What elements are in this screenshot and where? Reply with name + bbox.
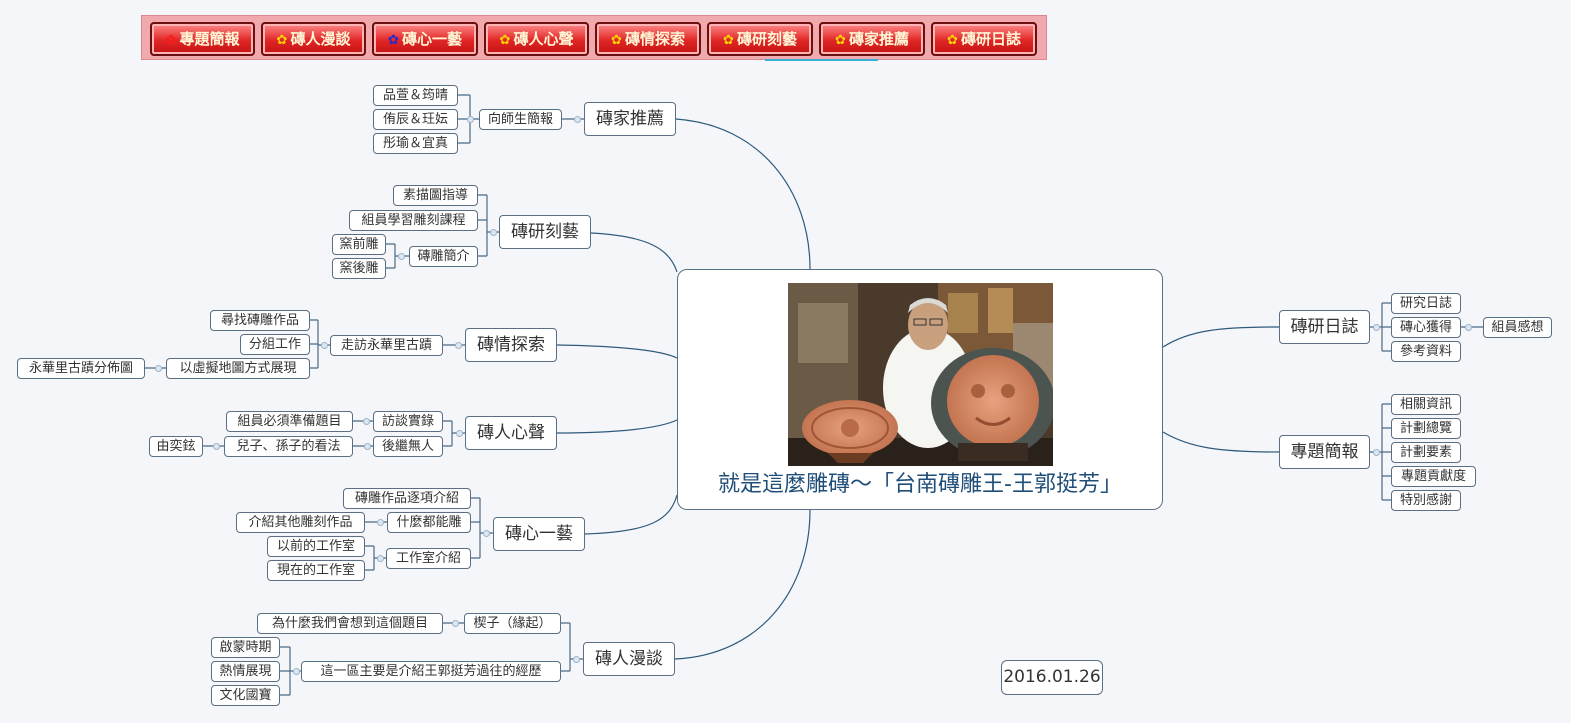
topic-references[interactable]: 參考資料 bbox=[1391, 341, 1461, 362]
date-label: 2016.01.26 bbox=[1001, 660, 1103, 695]
topic-current-studio[interactable]: 現在的工作室 bbox=[267, 560, 365, 581]
collapse-dot[interactable] bbox=[1373, 449, 1380, 456]
topic-heart-art[interactable]: 磚心一藝 bbox=[493, 517, 585, 551]
topic-carving-course[interactable]: 組員學習雕刻課程 bbox=[349, 210, 478, 231]
active-tab-underline bbox=[765, 59, 878, 61]
topic-heart-voice[interactable]: 磚人心聲 bbox=[465, 416, 557, 450]
star-flower-icon: ✿ bbox=[835, 33, 846, 48]
topic-visit-yonghua[interactable]: 走訪永華里古蹟 bbox=[330, 335, 443, 356]
nav-button-carving[interactable]: ✿磚研刻藝 bbox=[707, 22, 813, 56]
nav-button-man-talk[interactable]: ✿磚人漫談 bbox=[261, 22, 366, 56]
central-topic[interactable]: 就是這麼雕磚～「台南磚雕王-王郭挺芳」 bbox=[677, 269, 1163, 510]
star-flower-icon: ✿ bbox=[499, 33, 511, 48]
nav-button-heart-voice[interactable]: ✿磚人心聲 bbox=[484, 22, 589, 56]
topic-by-yixuan[interactable]: 由奕鉉 bbox=[149, 436, 203, 457]
nav-button-recommend[interactable]: ✿磚家推薦 bbox=[819, 22, 925, 56]
topic-contribution[interactable]: 專題貢獻度 bbox=[1391, 466, 1476, 487]
topic-interview-record[interactable]: 訪談實錄 bbox=[373, 411, 443, 432]
topic-pre-kiln-carving[interactable]: 窯前雕 bbox=[332, 234, 386, 255]
collapse-dot[interactable] bbox=[213, 443, 220, 450]
nav-button-project-briefing[interactable]: ✿專題簡報 bbox=[150, 22, 255, 56]
collapse-dot[interactable] bbox=[574, 116, 581, 123]
top-nav-bar: ✿專題簡報 ✿磚人漫談 ✿磚心一藝 ✿磚人心聲 ✿磚情探索 ✿磚研刻藝 ✿磚家推… bbox=[141, 15, 1047, 60]
star-flower-icon: ✿ bbox=[165, 33, 177, 48]
nav-button-label: 磚研刻藝 bbox=[736, 30, 797, 48]
topic-man-talk[interactable]: 磚人漫談 bbox=[583, 642, 675, 676]
collapse-dot[interactable] bbox=[155, 365, 162, 372]
collapse-dot[interactable] bbox=[364, 443, 371, 450]
nav-button-label: 專題簡報 bbox=[179, 30, 240, 48]
topic-other-works[interactable]: 介紹其他雕刻作品 bbox=[236, 512, 365, 533]
topic-old-studio[interactable]: 以前的工作室 bbox=[267, 536, 365, 557]
collapse-dot[interactable] bbox=[398, 253, 405, 260]
nav-button-label: 磚情探索 bbox=[624, 30, 685, 48]
topic-yuchen[interactable]: 侑辰＆玨妘 bbox=[373, 109, 458, 130]
artist-photo bbox=[788, 283, 1053, 466]
star-flower-icon: ✿ bbox=[947, 33, 958, 48]
collapse-dot[interactable] bbox=[363, 418, 370, 425]
nav-button-journal[interactable]: ✿磚研日誌 bbox=[931, 22, 1037, 56]
topic-group-work[interactable]: 分組工作 bbox=[240, 334, 310, 355]
topic-recommend[interactable]: 磚家推薦 bbox=[584, 102, 676, 136]
collapse-dot[interactable] bbox=[455, 342, 462, 349]
topic-no-successor[interactable]: 後繼無人 bbox=[373, 436, 443, 457]
collapse-dot[interactable] bbox=[573, 656, 580, 663]
collapse-dot[interactable] bbox=[293, 668, 300, 675]
topic-member-feelings[interactable]: 組員感想 bbox=[1483, 317, 1552, 338]
topic-yonghua-map[interactable]: 永華里古蹟分佈圖 bbox=[17, 358, 145, 379]
collapse-dot[interactable] bbox=[467, 116, 474, 123]
topic-studio-intro[interactable]: 工作室介紹 bbox=[386, 548, 471, 569]
topic-plan-elements[interactable]: 計劃要素 bbox=[1391, 442, 1461, 463]
nav-button-label: 磚心一藝 bbox=[401, 30, 462, 48]
nav-button-label: 磚家推薦 bbox=[848, 30, 909, 48]
collapse-dot[interactable] bbox=[456, 430, 463, 437]
topic-prologue[interactable]: 楔子（緣起） bbox=[464, 613, 561, 634]
nav-button-label: 磚人心聲 bbox=[513, 30, 574, 48]
nav-button-explore[interactable]: ✿磚情探索 bbox=[595, 22, 701, 56]
nav-button-label: 磚研日誌 bbox=[960, 30, 1021, 48]
collapse-dot[interactable] bbox=[377, 519, 384, 526]
topic-tongyu[interactable]: 彤瑜＆宜真 bbox=[373, 133, 458, 154]
topic-research-journal[interactable]: 研究日誌 bbox=[1391, 293, 1461, 314]
topic-why-this-topic[interactable]: 為什麼我們會想到這個題目 bbox=[257, 613, 443, 634]
collapse-dot[interactable] bbox=[321, 342, 328, 349]
collapse-dot[interactable] bbox=[490, 229, 497, 236]
collapse-dot[interactable] bbox=[1373, 324, 1380, 331]
topic-children-view[interactable]: 兒子、孫子的看法 bbox=[224, 436, 353, 457]
collapse-dot[interactable] bbox=[452, 620, 459, 627]
topic-briefing-to-teachers[interactable]: 向師生簡報 bbox=[479, 109, 562, 130]
topic-virtual-map[interactable]: 以虛擬地圖方式展現 bbox=[166, 358, 310, 379]
nav-button-heart-art[interactable]: ✿磚心一藝 bbox=[372, 22, 478, 56]
topic-explore[interactable]: 磚情探索 bbox=[465, 328, 557, 362]
star-flower-icon: ✿ bbox=[611, 33, 622, 48]
topic-project-briefing[interactable]: 專題簡報 bbox=[1279, 435, 1370, 469]
star-flower-icon: ✿ bbox=[388, 33, 399, 48]
topic-brick-carving-intro[interactable]: 磚雕簡介 bbox=[409, 246, 478, 267]
topic-passion[interactable]: 熱情展現 bbox=[211, 661, 280, 682]
topic-national-treasure[interactable]: 文化國寶 bbox=[211, 685, 280, 706]
star-flower-icon: ✿ bbox=[723, 33, 734, 48]
topic-pinxuan[interactable]: 品萱＆筠晴 bbox=[373, 85, 458, 106]
topic-prepare-questions[interactable]: 組員必須準備題目 bbox=[226, 411, 353, 432]
star-flower-icon: ✿ bbox=[276, 33, 288, 48]
nav-button-label: 磚人漫談 bbox=[290, 30, 351, 48]
topic-special-thanks[interactable]: 特別感謝 bbox=[1391, 490, 1461, 511]
topic-plan-overview[interactable]: 計劃總覽 bbox=[1391, 418, 1461, 439]
topic-gains[interactable]: 磚心獲得 bbox=[1391, 317, 1461, 338]
collapse-dot[interactable] bbox=[377, 555, 384, 562]
topic-carving[interactable]: 磚研刻藝 bbox=[499, 215, 591, 249]
collapse-dot[interactable] bbox=[483, 530, 490, 537]
central-topic-title: 就是這麼雕磚～「台南磚雕王-王郭挺芳」 bbox=[718, 472, 1122, 497]
collapse-dot[interactable] bbox=[1465, 324, 1472, 331]
topic-experience-intro[interactable]: 這一區主要是介紹王郭挺芳過往的經歷 bbox=[301, 661, 561, 682]
topic-post-kiln-carving[interactable]: 窯後雕 bbox=[332, 258, 386, 279]
topic-carve-anything[interactable]: 什麼都能雕 bbox=[387, 512, 471, 533]
topic-enlightenment[interactable]: 啟蒙時期 bbox=[211, 637, 280, 658]
topic-works-intro[interactable]: 磚雕作品逐項介紹 bbox=[343, 488, 471, 509]
topic-journal[interactable]: 磚研日誌 bbox=[1279, 310, 1370, 344]
topic-sketch-guidance[interactable]: 素描圖指導 bbox=[393, 185, 478, 206]
topic-related-info[interactable]: 相關資訊 bbox=[1391, 394, 1461, 415]
topic-find-works[interactable]: 尋找磚雕作品 bbox=[210, 310, 310, 331]
